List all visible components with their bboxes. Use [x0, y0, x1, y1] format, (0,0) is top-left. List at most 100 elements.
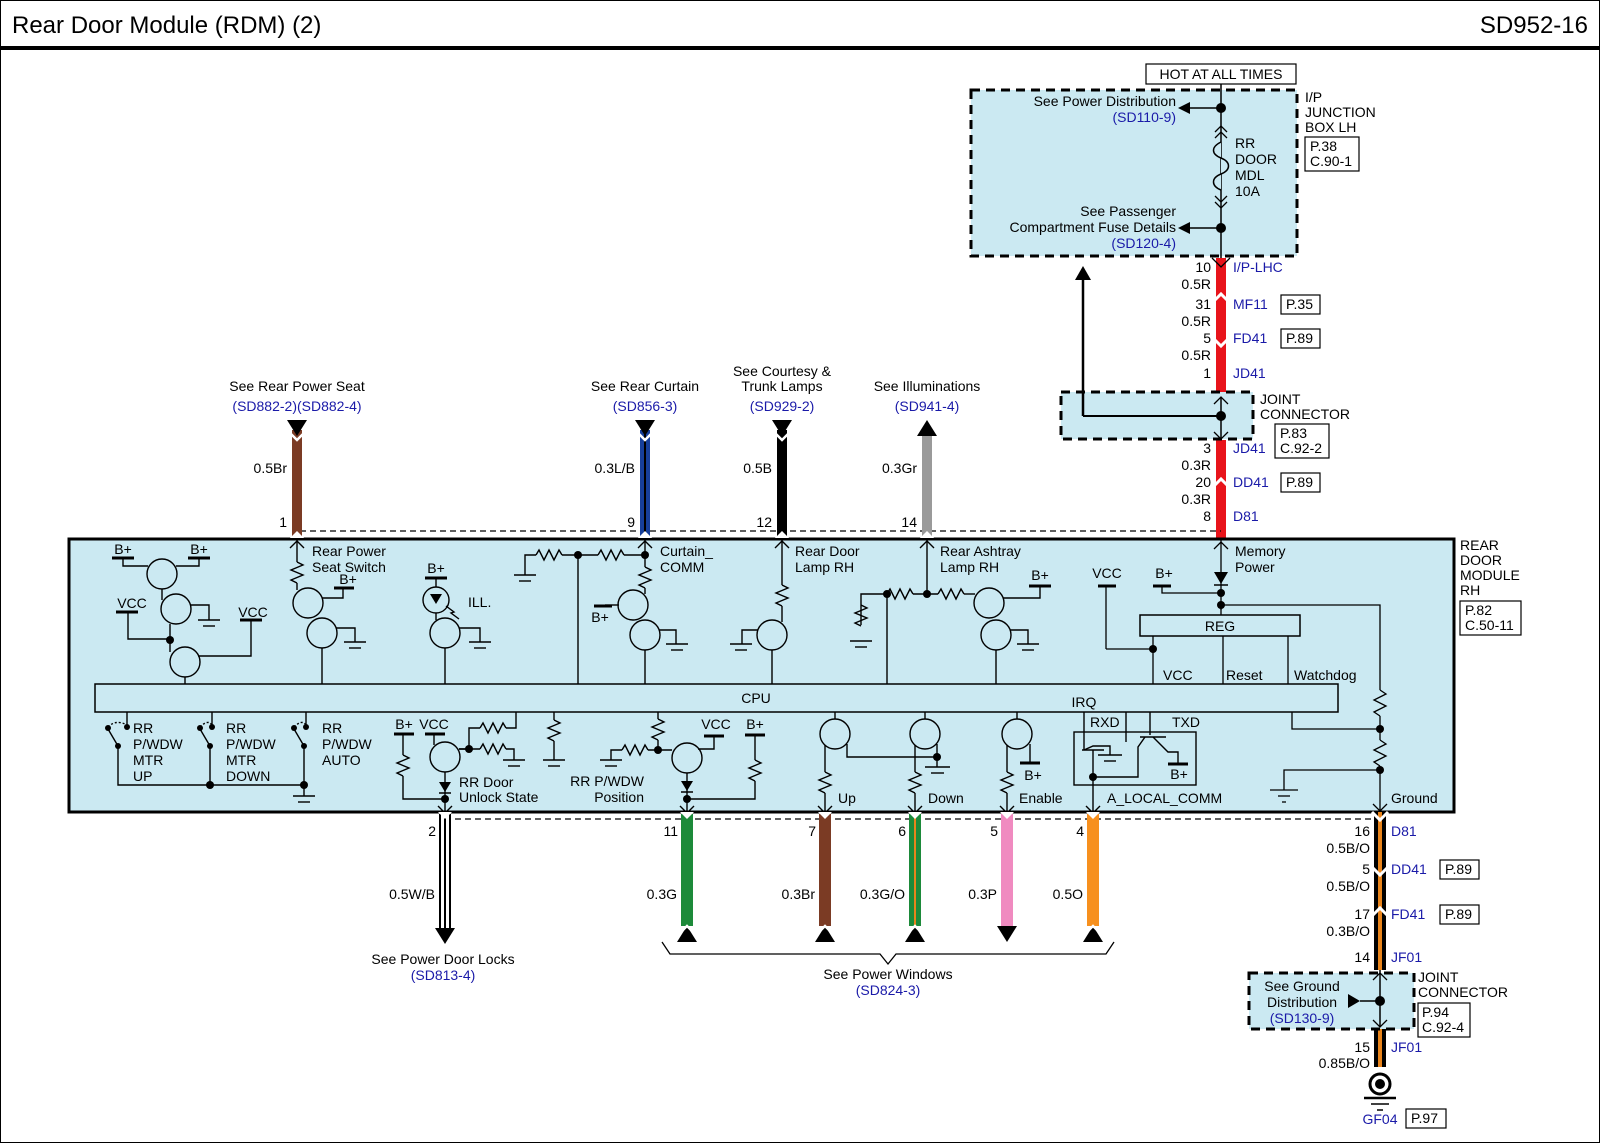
pin-number: 6 [898, 823, 906, 839]
page-ref[interactable]: P.89 [1445, 906, 1472, 922]
arrow-up-icon [1083, 926, 1103, 942]
see-reference-code[interactable]: (SD941-4) [895, 398, 960, 414]
vcc-label: VCC [238, 604, 268, 620]
connector-id[interactable]: D81 [1391, 823, 1417, 839]
see-ground-distribution: Distribution [1267, 994, 1337, 1010]
ip-junction-box: HOT AT ALL TIMES See Power Distribution … [969, 63, 1376, 258]
svg-text:P/WDW: P/WDW [226, 736, 277, 752]
diode-icon [1214, 572, 1228, 584]
wire[interactable] [681, 814, 693, 926]
ashtray-lamp-label: Rear Ashtray [940, 543, 1021, 559]
junction-box-page[interactable]: P.38 [1310, 138, 1337, 154]
see-reference-text: Trunk Lamps [741, 378, 822, 394]
svg-text:UP: UP [133, 768, 152, 784]
module-conn[interactable]: C.50-11 [1465, 617, 1514, 633]
ground-symbol-icon [1270, 789, 1298, 803]
page-ref[interactable]: P.89 [1286, 330, 1313, 346]
see-reference-code[interactable]: (SD856-3) [613, 398, 678, 414]
diode-icon [439, 782, 451, 792]
joint-connector-conn[interactable]: C.92-4 [1422, 1019, 1464, 1035]
junction-box-name: I/P [1305, 89, 1322, 105]
rr-door-unlock-label: Unlock State [459, 789, 539, 805]
pin-number: 5 [1362, 861, 1370, 877]
page-title: Rear Door Module (RDM) (2) [12, 12, 322, 39]
connector-id[interactable]: JF01 [1391, 949, 1422, 965]
connector-id[interactable]: FD41 [1391, 906, 1425, 922]
connector-id[interactable]: JD41 [1233, 440, 1266, 456]
arrow-down-icon [635, 420, 655, 436]
joint-connector-page[interactable]: P.83 [1280, 425, 1307, 441]
wire[interactable] [922, 430, 932, 538]
ground-point-label[interactable]: GF04 [1362, 1111, 1397, 1127]
wire-spec: 0.3G [647, 886, 677, 902]
connector-id[interactable]: DD41 [1391, 861, 1427, 877]
connector-id[interactable]: D81 [1233, 508, 1259, 524]
see-passenger-fuse-ref[interactable]: (SD120-4) [1111, 235, 1176, 251]
pin-number: 7 [808, 823, 816, 839]
see-reference-text: See Illuminations [874, 378, 981, 394]
module-page[interactable]: P.82 [1465, 602, 1492, 618]
up-label: Up [838, 790, 856, 806]
door-lamp-label: Lamp RH [795, 559, 854, 575]
switch-down-label: RR P/WDW MTR DOWN [226, 720, 277, 784]
page-ref[interactable]: P.35 [1286, 296, 1313, 312]
see-power-door-locks-ref[interactable]: (SD813-4) [411, 967, 476, 983]
pin-number: 1 [279, 514, 287, 530]
pin-number: 9 [627, 514, 635, 530]
module-name: REAR [1460, 537, 1499, 553]
joint-connector-page[interactable]: P.94 [1422, 1004, 1449, 1020]
see-power-windows-ref[interactable]: (SD824-3) [856, 982, 921, 998]
bottom-wire-pin-4: 40.5O [1053, 812, 1103, 942]
bplus-label: B+ [190, 541, 208, 557]
wire[interactable] [1087, 814, 1099, 926]
connector-id[interactable]: DD41 [1233, 474, 1269, 490]
cpu-label: CPU [741, 690, 771, 706]
pin-number: 31 [1195, 296, 1211, 312]
wire[interactable] [819, 814, 831, 926]
ground-point-page[interactable]: P.97 [1411, 1110, 1438, 1126]
ground-wire [1370, 810, 1390, 1067]
see-reference-code[interactable]: (SD929-2) [750, 398, 815, 414]
irq-label: IRQ [1072, 694, 1097, 710]
arrow-down-icon [287, 420, 307, 436]
see-power-windows: See Power Windows [823, 966, 952, 982]
pin-number: 1 [1203, 365, 1211, 381]
wire-spec: 0.5W/B [389, 886, 435, 902]
page-ref[interactable]: P.89 [1286, 474, 1313, 490]
wire-spec: 0.3Br [782, 886, 816, 902]
wire[interactable] [1001, 814, 1013, 926]
see-reference-code[interactable]: (SD882-2)(SD882-4) [232, 398, 361, 414]
see-reference-text: See Rear Power Seat [229, 378, 365, 394]
wire-spec: 0.3Gr [882, 460, 917, 476]
junction-box-conn[interactable]: C.90-1 [1310, 153, 1352, 169]
wire[interactable] [292, 430, 302, 538]
arrow-up-icon [677, 926, 697, 942]
pin-number: 17 [1354, 906, 1370, 922]
joint-connector-name: JOINT [1418, 969, 1459, 985]
resistor-icon [1372, 739, 1388, 767]
pin-number: 16 [1354, 823, 1370, 839]
vcc-label: VCC [701, 716, 731, 732]
junction-box-name: BOX LH [1305, 119, 1356, 135]
see-ground-distribution-ref[interactable]: (SD130-9) [1270, 1010, 1335, 1026]
regulator-block [1139, 614, 1301, 637]
connector-id[interactable]: I/P-LHC [1233, 259, 1283, 275]
connector-id[interactable]: JD41 [1233, 365, 1266, 381]
top-wire-pin-9: See Rear Curtain(SD856-3)0.3L/B9 [591, 378, 699, 538]
transistor-cluster-left [112, 556, 262, 684]
wire-spec: 0.3P [968, 886, 997, 902]
wire-spec: 0.3R [1181, 457, 1211, 473]
connector-id[interactable]: FD41 [1233, 330, 1267, 346]
seat-switch-circuit [289, 540, 366, 684]
connector-id[interactable]: MF11 [1233, 296, 1268, 312]
see-power-distribution-ref[interactable]: (SD110-9) [1112, 109, 1176, 125]
page-ref[interactable]: P.89 [1445, 861, 1472, 877]
arrow-up-icon [905, 926, 925, 942]
wire[interactable] [777, 430, 787, 538]
joint-connector-conn[interactable]: C.92-2 [1280, 440, 1322, 456]
local-comm-circuit [1073, 712, 1197, 814]
connector-id[interactable]: JF01 [1391, 1039, 1422, 1055]
wire-spec: 0.5Br [254, 460, 288, 476]
